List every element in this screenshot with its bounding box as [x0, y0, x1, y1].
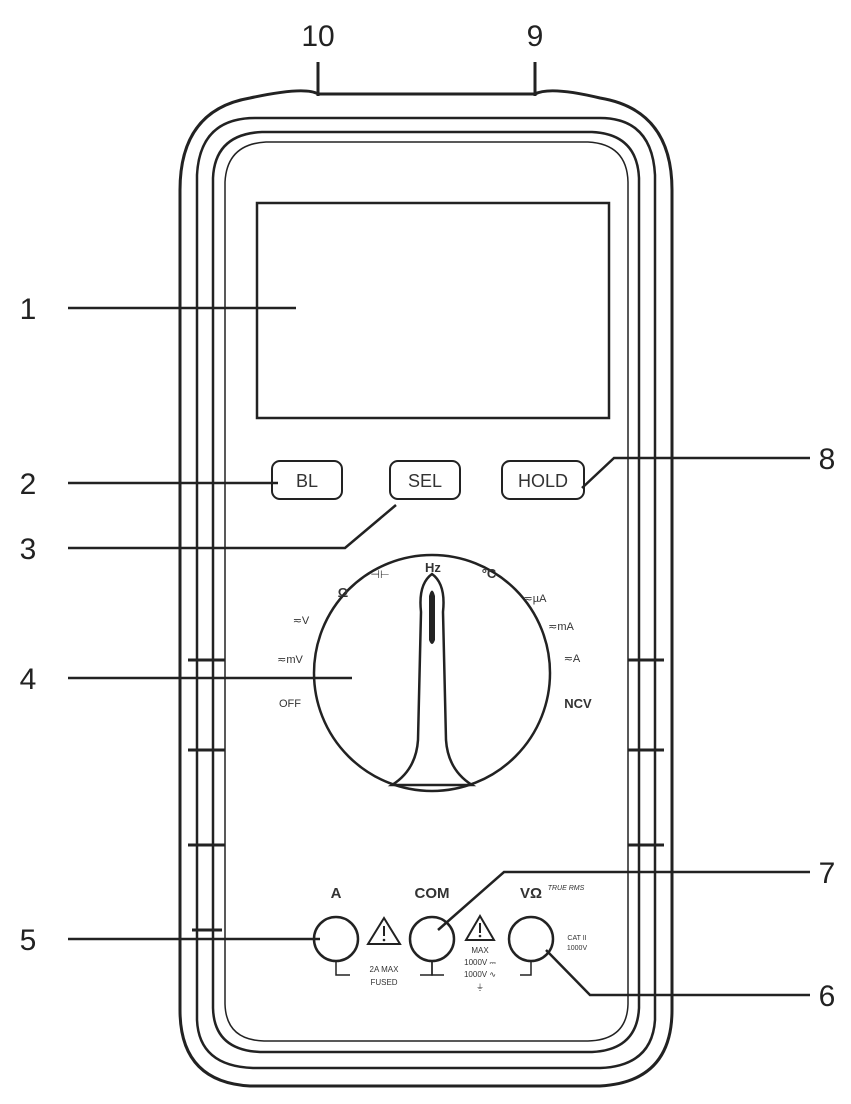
rotary-switch[interactable] [312, 553, 552, 793]
fused-rating-line1: 2A MAX [370, 965, 400, 974]
dial-label-ma: ≂mA [548, 621, 574, 633]
callout-2: 2 [20, 468, 37, 501]
dial-label-v: ≂V [293, 615, 310, 627]
jack-a-label: A [331, 885, 342, 902]
fused-rating-line2: FUSED [370, 978, 397, 987]
grip-notches-left [188, 658, 225, 932]
meter-body [211, 130, 641, 1054]
dial-label-a: ≂A [564, 653, 581, 665]
lcd-display [255, 201, 611, 420]
callout-8: 8 [819, 443, 836, 476]
jack-a[interactable] [312, 915, 360, 963]
ground-symbol: ⏚ [476, 983, 484, 992]
dial-label-temp: °C [482, 566, 497, 581]
callout-5: 5 [20, 924, 37, 957]
max-rating-line2: 1000V ∿ [464, 970, 496, 979]
meter-body-edge [224, 141, 629, 1042]
callout-10: 10 [301, 20, 334, 53]
max-rating-label: MAX [471, 946, 489, 955]
jack-v[interactable] [507, 915, 555, 963]
callout-3: 3 [20, 533, 37, 566]
bl-button[interactable] [271, 460, 343, 500]
leader-lines [68, 306, 810, 997]
callout-9: 9 [527, 20, 544, 53]
callout-1: 1 [20, 293, 37, 326]
sel-button[interactable] [389, 460, 461, 500]
rotary-switch-pointer[interactable] [387, 572, 477, 787]
dial-label-hz: Hz [425, 560, 441, 575]
pointer-indicator [429, 590, 435, 644]
cat-rating-line1: CAT II [567, 935, 586, 942]
holster-outer [178, 89, 674, 1088]
cat-rating-line2: 1000V [567, 945, 588, 952]
jack-v-label: VΩ [520, 885, 542, 902]
dial-label-ohm: Ω [338, 585, 348, 600]
callout-6: 6 [819, 980, 836, 1013]
warning-icon [464, 914, 496, 941]
sel-button-label: SEL [408, 471, 442, 491]
dial-label-ua: ≂µA [524, 593, 548, 605]
jack-brackets [335, 961, 532, 976]
holster-inner [195, 116, 657, 1070]
warning-icon [366, 916, 402, 945]
max-rating-line1: 1000V ⎓ [464, 958, 496, 967]
bl-button-label: BL [296, 471, 318, 491]
grip-notches-right [628, 658, 664, 847]
jack-com[interactable] [408, 915, 456, 963]
dial-label-ncv: NCV [564, 696, 592, 711]
hold-button[interactable] [501, 460, 585, 500]
callout-4: 4 [20, 663, 37, 696]
dial-label-mv: ≂mV [277, 654, 303, 666]
jack-com-label: COM [415, 885, 450, 902]
dial-label-cap: ⊣⊢ [370, 569, 389, 581]
true-rms-label: TRUE RMS [548, 885, 585, 892]
callout-7: 7 [819, 857, 836, 890]
dial-label-off: OFF [279, 698, 301, 710]
hold-button-label: HOLD [518, 471, 568, 491]
